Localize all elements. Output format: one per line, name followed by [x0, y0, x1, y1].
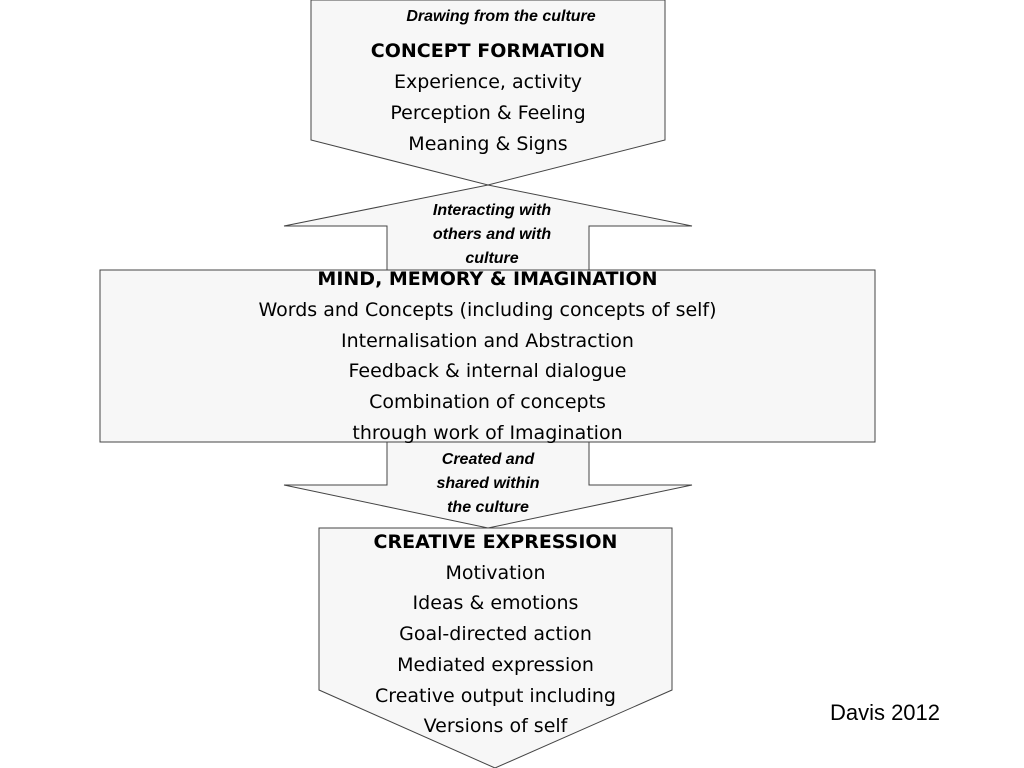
sharing-arrow-shape — [283, 441, 693, 529]
creative-expression-shape — [318, 527, 673, 768]
interaction-line: culture — [465, 250, 519, 267]
creative-item: Mediated expression — [397, 653, 594, 676]
mind-memory-item: Internalisation and Abstraction — [341, 329, 634, 352]
mind-memory-item: Combination of concepts — [369, 391, 606, 414]
concept-formation-text: CONCEPT FORMATION Experience, activity P… — [311, 36, 665, 160]
interaction-line: others and with — [432, 226, 552, 243]
mind-memory-text: MIND, MEMORY & IMAGINATION Words and Con… — [100, 264, 875, 449]
creative-item: Ideas & emotions — [412, 592, 579, 615]
sharing-line: shared within — [436, 475, 540, 492]
sharing-line: the culture — [447, 499, 529, 516]
concept-item: Meaning & Signs — [408, 133, 568, 155]
source-label: Drawing from the culture — [406, 8, 596, 25]
concept-item: Perception & Feeling — [390, 102, 586, 124]
interaction-line: Interacting with — [432, 202, 552, 219]
creative-expression-text: CREATIVE EXPRESSION Motivation Ideas & e… — [319, 527, 672, 742]
sharing-label: Created and shared within the culture — [388, 448, 588, 520]
creative-item: Motivation — [445, 561, 546, 584]
creative-item: Creative output including — [375, 684, 616, 707]
mind-memory-heading: MIND, MEMORY & IMAGINATION — [317, 268, 658, 290]
interaction-label: Interacting with others and with culture — [392, 199, 592, 271]
mind-memory-box-shape — [99, 269, 876, 443]
creative-item: Goal-directed action — [399, 623, 592, 646]
mind-memory-item: Words and Concepts (including concepts o… — [258, 298, 717, 321]
concept-item: Experience, activity — [393, 71, 583, 93]
concept-formation-shape — [310, 0, 666, 186]
citation: Davis 2012 — [829, 700, 941, 725]
concept-formation-heading: CONCEPT FORMATION — [370, 40, 606, 62]
creative-item: Versions of self — [423, 715, 568, 738]
mind-memory-item: through work of Imagination — [352, 421, 623, 444]
mind-memory-item: Feedback & internal dialogue — [348, 360, 627, 383]
creative-expression-heading: CREATIVE EXPRESSION — [373, 531, 618, 553]
sharing-line: Created and — [441, 451, 535, 468]
interaction-arrow-shape — [283, 184, 693, 271]
